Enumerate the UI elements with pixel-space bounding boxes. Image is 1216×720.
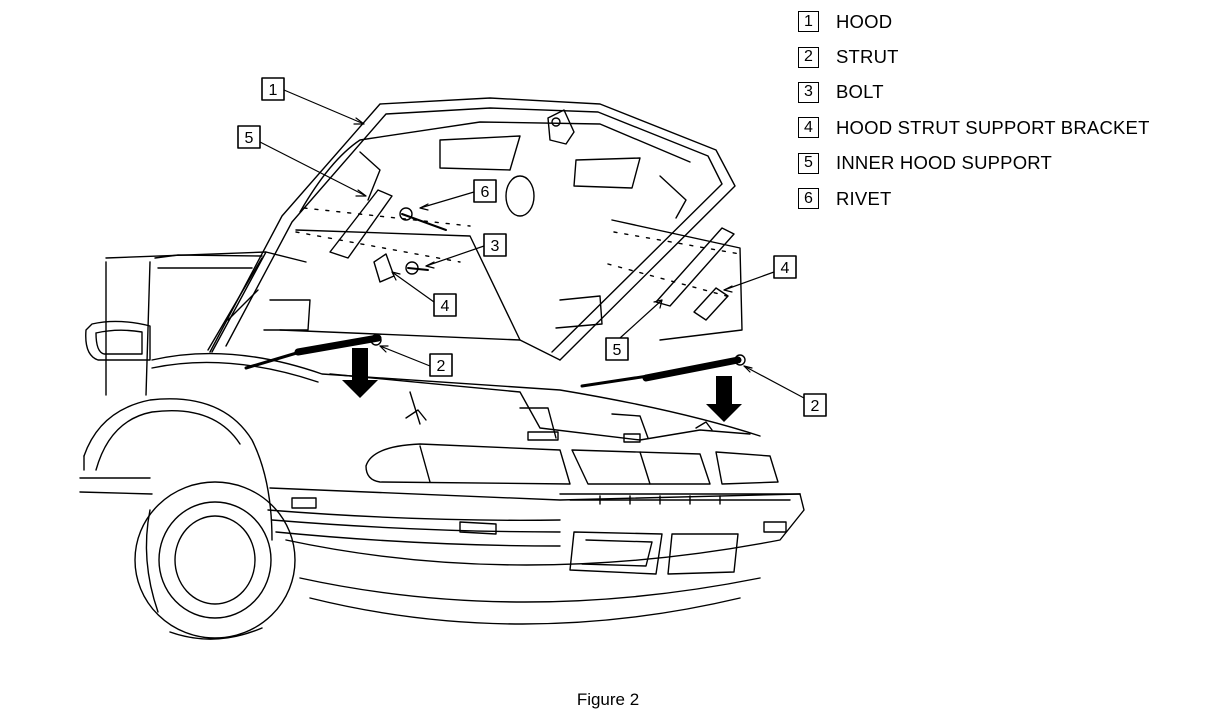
legend-label: RIVET [836, 187, 892, 209]
svg-text:6: 6 [481, 184, 490, 201]
callout-4-bracket-left: 4 [433, 293, 457, 317]
parts-legend: 1 HOOD 2 STRUT 3 BOLT 4 HOOD STRUT SUPPO… [798, 4, 1150, 216]
callout-2-strut-left: 2 [429, 353, 453, 377]
figure-caption: Figure 2 [576, 690, 640, 709]
legend-number: 1 [798, 11, 819, 33]
legend-label: STRUT [836, 46, 899, 68]
legend-item-inner-hood-support: 5 INNER HOOD SUPPORT [798, 146, 1150, 181]
svg-text:4: 4 [781, 260, 790, 277]
svg-text:1: 1 [269, 82, 278, 99]
legend-number: 6 [798, 188, 819, 210]
callout-1-hood: 1 [261, 77, 285, 101]
callout-5-inner-hood-support-left: 5 [237, 125, 261, 149]
callout-5-inner-hood-support-right: 5 [605, 337, 629, 361]
legend-number: 2 [798, 46, 819, 68]
legend-item-hood-strut-support-bracket: 4 HOOD STRUT SUPPORT BRACKET [798, 110, 1150, 145]
svg-text:3: 3 [491, 238, 500, 255]
legend-number: 4 [798, 117, 819, 139]
car-body-drawing [79, 251, 805, 640]
svg-text:5: 5 [245, 130, 254, 147]
legend-number: 5 [798, 152, 819, 174]
svg-text:2: 2 [811, 398, 820, 415]
legend-label: HOOD STRUT SUPPORT BRACKET [836, 116, 1150, 138]
callout-2-strut-right: 2 [803, 393, 827, 417]
legend-item-rivet: 6 RIVET [798, 181, 1150, 216]
strut-drawing [244, 334, 746, 388]
down-arrows [342, 348, 742, 422]
svg-text:2: 2 [437, 358, 446, 375]
legend-item-strut: 2 STRUT [798, 39, 1150, 74]
legend-label: INNER HOOD SUPPORT [836, 152, 1053, 174]
svg-text:4: 4 [441, 298, 450, 315]
legend-number: 3 [798, 81, 819, 103]
callout-6-rivet: 6 [473, 179, 497, 203]
legend-item-bolt: 3 BOLT [798, 75, 1150, 110]
legend-label: HOOD [836, 10, 893, 32]
down-arrow-left [342, 348, 378, 398]
callout-3-bolt: 3 [483, 233, 507, 257]
down-arrow-right [706, 376, 742, 422]
hood-drawing [209, 97, 743, 361]
legend-label: BOLT [836, 81, 884, 103]
legend-item-hood: 1 HOOD [798, 4, 1150, 39]
svg-text:5: 5 [613, 342, 622, 359]
callout-leaders [259, 89, 805, 399]
callout-4-bracket-right: 4 [773, 255, 797, 279]
